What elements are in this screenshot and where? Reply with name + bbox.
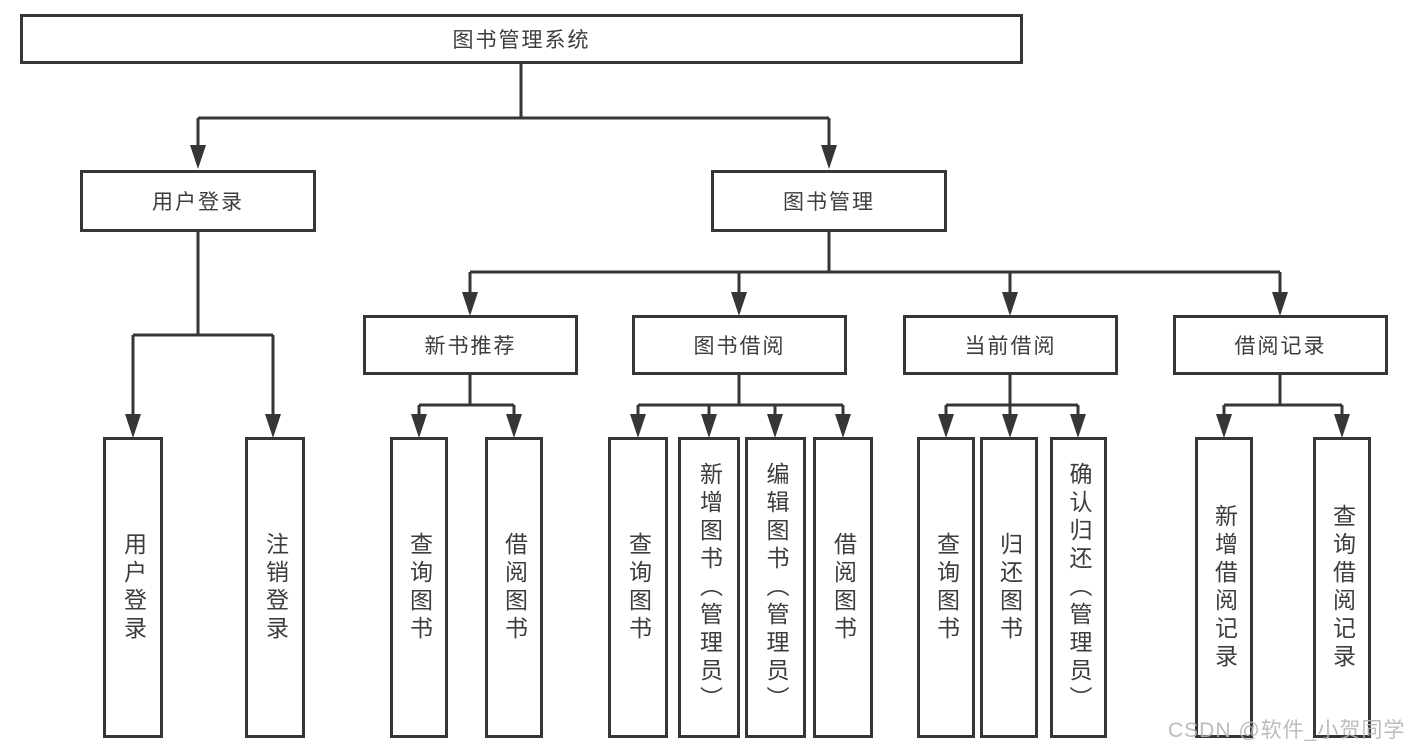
arrowhead-icon — [938, 414, 954, 438]
leaf-query-books-current: 查询图书 — [917, 437, 975, 738]
connector-root-to-level2 — [196, 63, 831, 147]
connector-borrow-branch — [636, 375, 845, 416]
leaf-return-books: 归还图书 — [980, 437, 1038, 738]
leaf-add-books-admin: 新增图书（管理员） — [678, 437, 740, 738]
arrowhead-icon — [821, 145, 837, 169]
csdn-watermark: CSDN @软件_小贺同学 — [1168, 719, 1405, 742]
leaf-edit-books-admin: 编辑图书（管理员） — [745, 437, 806, 738]
arrowhead-icon — [462, 292, 478, 316]
leaf-query-books-borrow: 查询图书 — [608, 437, 668, 738]
connector-current-branch — [944, 375, 1080, 416]
connector-records-branch — [1222, 375, 1344, 416]
arrowhead-icon — [506, 414, 522, 438]
connector-book-mgmt-branch — [468, 232, 1282, 294]
leaf-query-books-recommend: 查询图书 — [390, 437, 448, 738]
node-book-management: 图书管理 — [711, 170, 947, 232]
arrowhead-icon — [1002, 292, 1018, 316]
leaf-logout: 注销登录 — [245, 437, 305, 738]
arrowhead-icon — [1272, 292, 1288, 316]
leaf-borrow-books-recommend: 借阅图书 — [485, 437, 543, 738]
arrowhead-icon — [1216, 414, 1232, 438]
node-current-borrowing: 当前借阅 — [903, 315, 1118, 375]
arrowhead-icon — [190, 145, 206, 169]
arrowhead-icon — [1334, 414, 1350, 438]
leaf-confirm-return-admin: 确认归还（管理员） — [1050, 437, 1107, 738]
leaf-user-login: 用户登录 — [103, 437, 163, 738]
leaf-borrow-books: 借阅图书 — [813, 437, 873, 738]
connector-user-login-branch — [131, 232, 275, 416]
arrowhead-icon — [265, 414, 281, 438]
arrowhead-icon — [1070, 414, 1086, 438]
arrowhead-icon — [411, 414, 427, 438]
arrowhead-icon — [701, 414, 717, 438]
connector-new-books-branch — [417, 375, 516, 416]
arrowhead-icon — [125, 414, 141, 438]
node-user-login: 用户登录 — [80, 170, 316, 232]
node-new-book-recommend: 新书推荐 — [363, 315, 578, 375]
node-book-borrowing: 图书借阅 — [632, 315, 847, 375]
arrowhead-icon — [1002, 414, 1018, 438]
node-borrowing-records: 借阅记录 — [1173, 315, 1388, 375]
node-book-management-system: 图书管理系统 — [20, 14, 1023, 64]
leaf-query-borrow-record: 查询借阅记录 — [1313, 437, 1371, 738]
arrowhead-icon — [835, 414, 851, 438]
arrowhead-icon — [767, 414, 783, 438]
arrowhead-icon — [630, 414, 646, 438]
leaf-add-borrow-record: 新增借阅记录 — [1195, 437, 1253, 738]
arrowhead-icon — [731, 292, 747, 316]
